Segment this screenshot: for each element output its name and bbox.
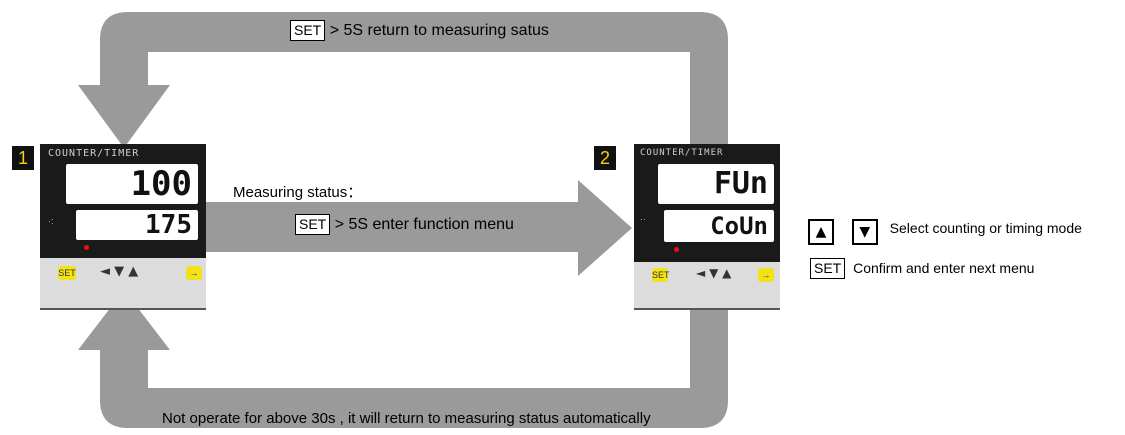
- up-key-icon[interactable]: ▲: [128, 264, 139, 279]
- up-key-icon[interactable]: ▲: [722, 266, 732, 280]
- legend-set-text: Confirm and enter next menu: [853, 260, 1035, 276]
- top-arrow-text: > 5S return to measuring satus: [329, 22, 549, 39]
- device-brand: COUNTER/TIMER: [48, 148, 140, 159]
- legend-set-row: SET Confirm and enter next menu: [810, 258, 1034, 279]
- down-key-icon[interactable]: ▼: [114, 264, 125, 279]
- top-arrow-label: SET > 5S return to measuring satus: [290, 20, 549, 41]
- set-button[interactable]: SET: [58, 266, 76, 280]
- set-button[interactable]: SET: [652, 268, 670, 282]
- step-badge-2: 2: [594, 146, 616, 170]
- left-key-icon[interactable]: ◄: [100, 264, 110, 279]
- set-key-icon: SET: [290, 20, 326, 41]
- bottom-loop-arrow: [78, 290, 728, 428]
- left-key-icon[interactable]: ◄: [696, 266, 706, 280]
- triangle-down-icon: ▼: [851, 219, 878, 245]
- indicator-left: ··: [640, 214, 646, 224]
- top-loop-arrow: [78, 12, 728, 148]
- display-top: FUn: [658, 164, 774, 204]
- device-brand: COUNTER/TIMER: [640, 148, 724, 158]
- step-badge-1: 1: [12, 146, 34, 170]
- middle-arrow: [205, 180, 632, 276]
- shift-button[interactable]: →: [758, 268, 774, 282]
- measuring-status-title: Measuring status：: [233, 184, 363, 201]
- bottom-arrow-text: Not operate for above 30s , it will retu…: [162, 410, 651, 427]
- legend-updown-row: ▲ ▼ Select counting or timing mode: [808, 219, 1082, 245]
- display-bottom: CoUn: [664, 210, 774, 242]
- controller-device-2: COUNTER/TIMER FUn ·· CoUn SET ◄ ▼ ▲ →: [634, 144, 780, 310]
- controller-device-1: COUNTER/TIMER 100 ·: 175 SET ◄ ▼ ▲ →: [40, 144, 206, 310]
- status-led: [674, 247, 679, 252]
- triangle-up-icon: ▲: [808, 219, 834, 245]
- arrow-keys[interactable]: ◄ ▼ ▲: [100, 264, 138, 279]
- down-key-icon[interactable]: ▼: [709, 266, 719, 280]
- legend-updown-text: Select counting or timing mode: [889, 220, 1082, 236]
- arrow-keys[interactable]: ◄ ▼ ▲: [696, 266, 731, 280]
- middle-arrow-label: SET > 5S enter function menu: [295, 214, 514, 235]
- status-led: [84, 245, 89, 250]
- middle-arrow-text: > 5S enter function menu: [334, 216, 514, 233]
- set-key-icon: SET: [295, 214, 331, 235]
- display-top: 100: [66, 164, 198, 204]
- shift-button[interactable]: →: [186, 266, 202, 280]
- indicator-left: ·:: [48, 216, 54, 226]
- display-bottom: 175: [76, 210, 198, 240]
- set-key-icon: SET: [810, 258, 846, 279]
